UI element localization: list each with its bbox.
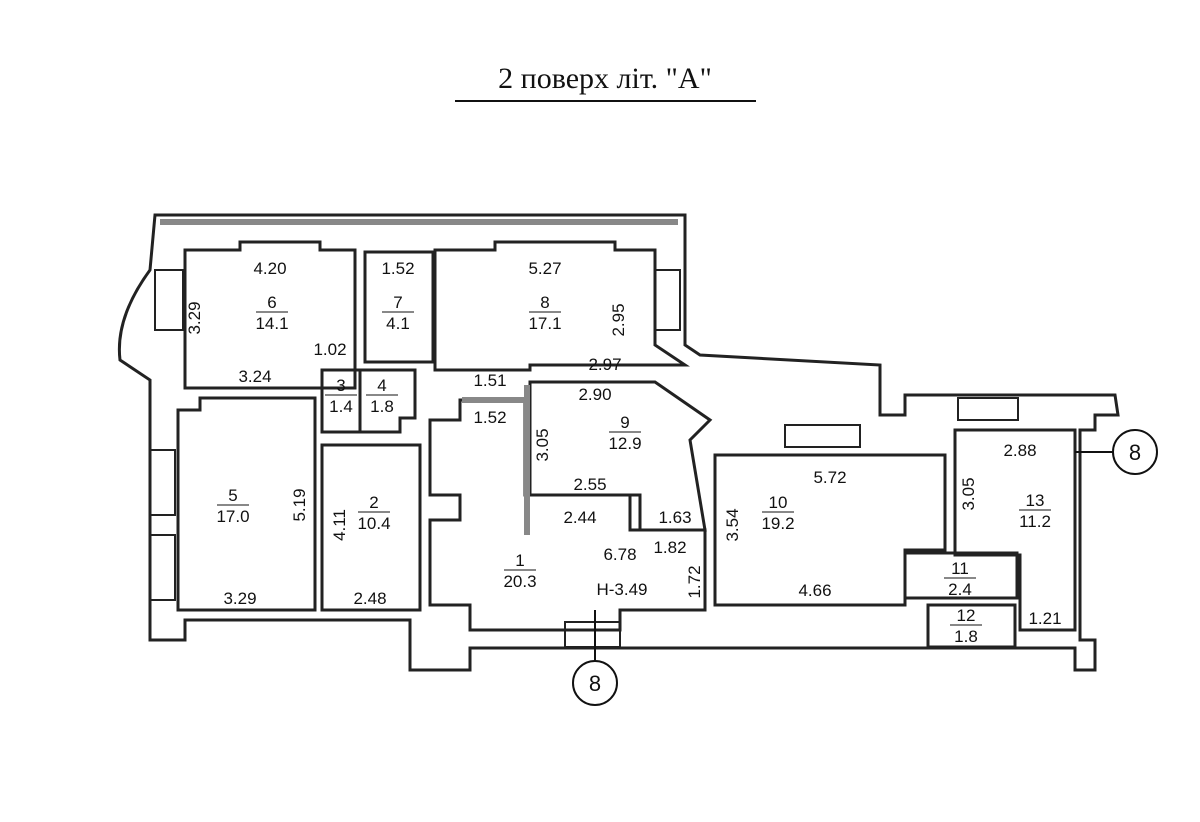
dimension-label: 2.88 xyxy=(1003,441,1036,460)
room-area: 20.3 xyxy=(503,572,536,591)
room-number: 5 xyxy=(228,486,237,505)
dimension-label: 2.44 xyxy=(563,508,596,527)
room-number: 11 xyxy=(951,559,969,578)
height-note: Н-3.49 xyxy=(596,580,647,599)
room-8: 817.1 xyxy=(528,293,561,333)
dimension-label: 2.97 xyxy=(588,355,621,374)
room-area: 17.1 xyxy=(528,314,561,333)
dimension-label: 3.29 xyxy=(185,301,204,334)
dimension-label: 2.55 xyxy=(573,475,606,494)
room-area: 1.8 xyxy=(370,397,394,416)
dimension-label: 4.20 xyxy=(253,259,286,278)
dimension-label: 1.02 xyxy=(313,340,346,359)
dimension-label: 5.72 xyxy=(813,468,846,487)
dimension-label: 3.54 xyxy=(723,508,742,541)
room-area: 14.1 xyxy=(255,314,288,333)
dimension-label: 3.05 xyxy=(959,477,978,510)
dimension-label: 6.78 xyxy=(603,545,636,564)
room-area: 4.1 xyxy=(386,314,410,333)
svg-text:8: 8 xyxy=(1129,440,1141,465)
room-2: 210.4 xyxy=(357,493,390,533)
room-number: 2 xyxy=(369,493,378,512)
dimension-label: 1.63 xyxy=(658,508,691,527)
room-area: 1.8 xyxy=(954,627,978,646)
room-number: 3 xyxy=(336,376,345,395)
room-number: 6 xyxy=(267,293,276,312)
room-area: 17.0 xyxy=(216,507,249,526)
dimension-label: 1.82 xyxy=(653,538,686,557)
windows xyxy=(149,269,1019,648)
svg-text:8: 8 xyxy=(589,671,601,696)
room-area: 11.2 xyxy=(1019,512,1051,531)
dimension-label: 3.29 xyxy=(223,589,256,608)
room-5: 517.0 xyxy=(216,486,249,526)
room-11: 112.4 xyxy=(944,559,976,599)
room-6: 614.1 xyxy=(255,293,288,333)
dimension-label: 2.95 xyxy=(609,303,628,336)
room-number: 9 xyxy=(620,413,629,432)
room-area: 1.4 xyxy=(329,397,353,416)
room-4: 41.8 xyxy=(366,376,398,416)
room-number: 7 xyxy=(393,293,402,312)
room-10: 10 19.2 xyxy=(761,493,794,533)
room-area: 19.2 xyxy=(761,514,794,533)
room-area: 2.4 xyxy=(948,580,972,599)
room-7: 74.1 xyxy=(382,293,414,333)
room-area: 12.9 xyxy=(608,434,641,453)
room-number: 13 xyxy=(1026,491,1045,510)
room-number: 8 xyxy=(540,293,549,312)
dimension-label: 3.05 xyxy=(533,428,552,461)
dimension-label: 2.48 xyxy=(353,589,386,608)
room-number: 4 xyxy=(377,376,386,395)
dimension-label: 2.90 xyxy=(578,385,611,404)
room-area: 10.4 xyxy=(357,514,390,533)
dimension-label: 3.24 xyxy=(238,367,271,386)
dimension-label: 4.66 xyxy=(798,581,831,600)
room-12: 121.8 xyxy=(950,606,982,646)
axis-marker-bottom: 8 xyxy=(572,610,618,706)
dimension-label: 5.27 xyxy=(528,259,561,278)
room-number: 10 xyxy=(769,493,788,512)
room-13: 13 11.2 xyxy=(1019,491,1051,531)
outer-wall xyxy=(117,213,1120,672)
room-labels: 120.3210.431.441.8517.0614.174.1817.1912… xyxy=(216,293,1051,646)
room-number: 1 xyxy=(515,551,524,570)
dimension-label: 1.52 xyxy=(473,408,506,427)
room-1: 120.3 xyxy=(503,551,536,591)
plan-title: 2 поверх літ. "А" xyxy=(498,62,712,95)
room-3: 31.4 xyxy=(325,376,357,416)
dimension-labels: 4.20 3.29 1.02 3.24 1.52 5.27 2.95 2.97 2.90 1.51… xyxy=(185,259,1062,628)
dimension-label: 1.72 xyxy=(685,565,704,598)
dimension-label: 4.11 xyxy=(330,509,349,541)
room-number: 12 xyxy=(957,606,976,625)
room-9: 912.9 xyxy=(608,413,641,453)
dimension-label: 1.51 xyxy=(473,371,506,390)
dimension-label: 5.19 xyxy=(290,488,309,521)
dimension-label: 1.52 xyxy=(381,259,414,278)
axis-marker-right: 8 xyxy=(1075,429,1158,475)
room-walls xyxy=(176,240,1077,649)
dimension-label: 1.21 xyxy=(1028,609,1061,628)
